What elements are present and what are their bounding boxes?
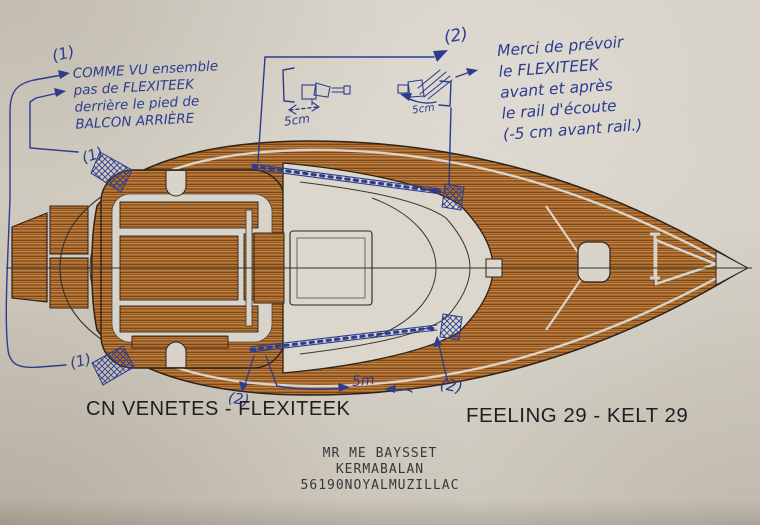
bow-fitting [650, 232, 660, 280]
deck-notch-top [165, 171, 187, 197]
address-block: MR ME BAYSSET KERMABALAN 56190NOYALMUZIL… [230, 446, 530, 494]
sketch-frame-line [257, 56, 435, 163]
foredeck-details [545, 205, 750, 331]
note1-connectors [5, 70, 79, 369]
cockpit-module [100, 169, 286, 369]
swim-platform-wedge [11, 212, 48, 303]
ref-marker-2-bottom-right: (2) [438, 374, 465, 397]
track-cars-bottom [249, 326, 438, 351]
track-length-annotation [239, 336, 449, 393]
track-end-dot [251, 347, 257, 353]
arrowhead [433, 336, 442, 347]
genoa-track-top-sketch [251, 163, 465, 211]
arrowhead [58, 70, 70, 79]
track-end-block-top [441, 183, 465, 211]
fore-hatch [577, 241, 611, 283]
dim-label-track-length: 5m [351, 372, 376, 390]
bracket-right [438, 80, 452, 107]
plan-title-right: FEELING 29 - KELT 29 [466, 404, 689, 427]
stern-swim-platform [11, 205, 89, 309]
genoa-track-bottom-sketch [249, 313, 463, 353]
plan-title-left: CN VENETES - FLEXITEEK [86, 398, 351, 420]
track-end-dot [433, 187, 439, 193]
arrowhead-to-ref2 [433, 50, 448, 62]
no-teak-patch-bottom [91, 345, 135, 386]
arrowhead [239, 381, 248, 392]
track-rails-top [251, 163, 442, 195]
seat-panel-top [119, 201, 259, 229]
hardware-sketch-right [397, 69, 453, 100]
dim-label-sketch-left: 5cm [283, 111, 311, 129]
no-teak-patch-top [90, 151, 133, 193]
arrowhead [338, 383, 350, 392]
track-cars-top [251, 165, 442, 193]
track-end-dot [429, 326, 435, 332]
bracket-left [282, 67, 295, 103]
handwritten-note-1: COMME VU ensemble pas de FLEXITEEK derri… [72, 58, 221, 134]
dim-arrow-chevrons [287, 101, 321, 115]
dim-arrow-left [289, 106, 319, 111]
deck-notch-bottom [165, 341, 187, 367]
track-end-block-bottom [439, 313, 463, 341]
ink-annotations [5, 50, 478, 393]
arrowhead [466, 68, 478, 76]
track-end-dot [253, 164, 259, 170]
seat-panel-bottom [119, 305, 259, 333]
track-rails-bottom [249, 324, 438, 353]
transom-step-lower [49, 257, 89, 309]
note1-short-leader [29, 97, 79, 153]
arrowhead [54, 88, 66, 97]
ref-marker-2-header: (2) [442, 24, 470, 48]
handwritten-note-2: Merci de prévoir le FLEXITEEK avant et a… [497, 31, 643, 145]
address-name: MR ME BAYSSET [322, 446, 438, 461]
rail-detail-sketch [257, 50, 478, 185]
arrowhead [400, 93, 412, 101]
note1-long-leader [5, 79, 67, 369]
dim-line-left [265, 355, 345, 391]
address-city: 56190NOYALMUZILLAC [300, 478, 460, 493]
leader-to-track-end [448, 107, 452, 185]
address-street: KERMABALAN [335, 462, 425, 477]
note1-arrow-shafts [33, 74, 63, 99]
hardware-sketch-left [301, 82, 351, 108]
arrow-to-note2 [455, 71, 471, 78]
arrowhead [384, 385, 396, 393]
